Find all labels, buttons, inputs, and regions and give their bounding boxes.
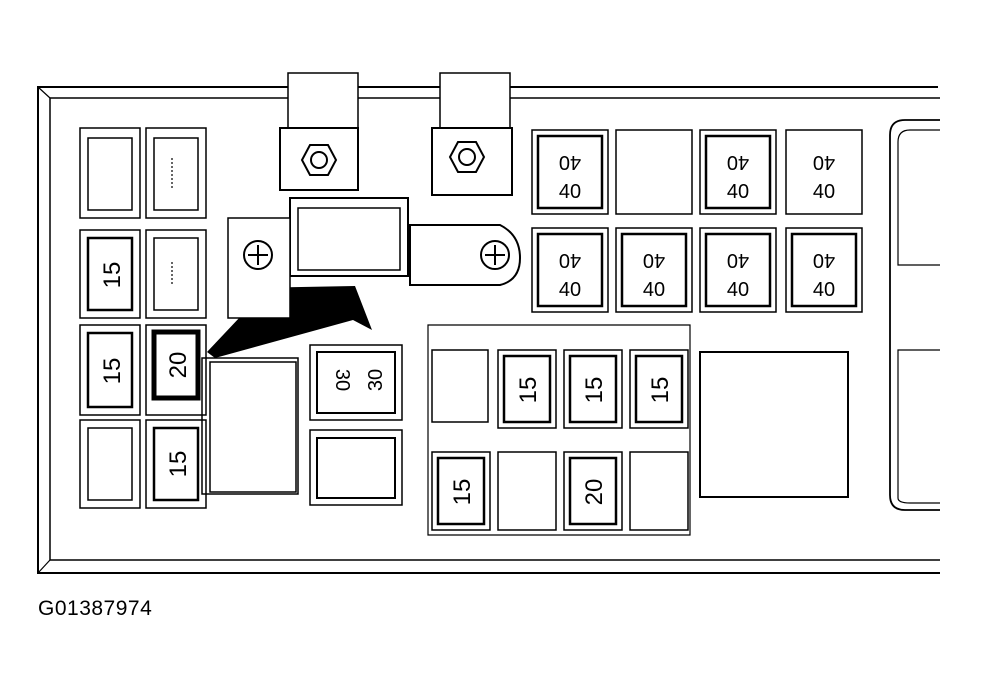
fuse-label: 40 (813, 249, 835, 271)
fuse-label: 40 (813, 151, 835, 173)
fuse-label: 15 (581, 377, 608, 404)
fuse-label: 15 (449, 479, 476, 506)
fuse-label: 40 (813, 181, 835, 203)
fuse-30-labels: 30 30 (331, 369, 387, 391)
center-fuse-labels: 15 15 15 15 20 (449, 377, 674, 506)
fuse-label: 40 (727, 151, 749, 173)
fuse-label: 20 (165, 352, 192, 379)
fuse-30 (309, 344, 403, 506)
fuse-label: 15 (647, 377, 674, 404)
fuse-label: 20 (581, 479, 608, 506)
bolt-icon (300, 141, 486, 176)
arrow-pointer (207, 286, 372, 358)
fuse-label: 40 (559, 151, 581, 173)
fuse-label: 40 (727, 279, 749, 301)
relay (201, 357, 299, 495)
maxi-fuse-top-labels: 40 40 40 40 40 40 (559, 151, 835, 203)
figure-id: G01387974 (38, 597, 153, 620)
fuse-label: 30 (331, 369, 353, 391)
fuse-label: 15 (165, 451, 192, 478)
maxi-fuse-bottom-row (531, 227, 863, 313)
fuse-label: 40 (813, 279, 835, 301)
fuse-label: 30 (365, 369, 387, 391)
mid-fuse-labels: 20 15 (165, 352, 192, 478)
mid-fuse-column (145, 127, 207, 509)
center-fuse-block (427, 324, 691, 536)
maxi-fuse-bottom-labels: 40 40 40 40 40 40 40 40 (559, 249, 835, 301)
fuse-label: 40 (643, 249, 665, 271)
battery-terminals (227, 72, 522, 319)
maxi-fuse-top-row (531, 129, 863, 215)
fuse-label: 15 (515, 377, 542, 404)
left-fuse-labels: 15 15 (99, 262, 126, 385)
fuse-label: 15 (99, 358, 126, 385)
left-fuse-column (79, 127, 141, 509)
fuse-label: 40 (727, 249, 749, 271)
large-relay (699, 351, 849, 498)
fuse-label: 40 (727, 181, 749, 203)
fuse-label: 40 (559, 249, 581, 271)
fuse-label: 40 (643, 279, 665, 301)
fuse-label: 40 (559, 279, 581, 301)
fuse-label: 40 (559, 181, 581, 203)
fuse-label: 15 (99, 262, 126, 289)
screw-icon (243, 240, 510, 270)
